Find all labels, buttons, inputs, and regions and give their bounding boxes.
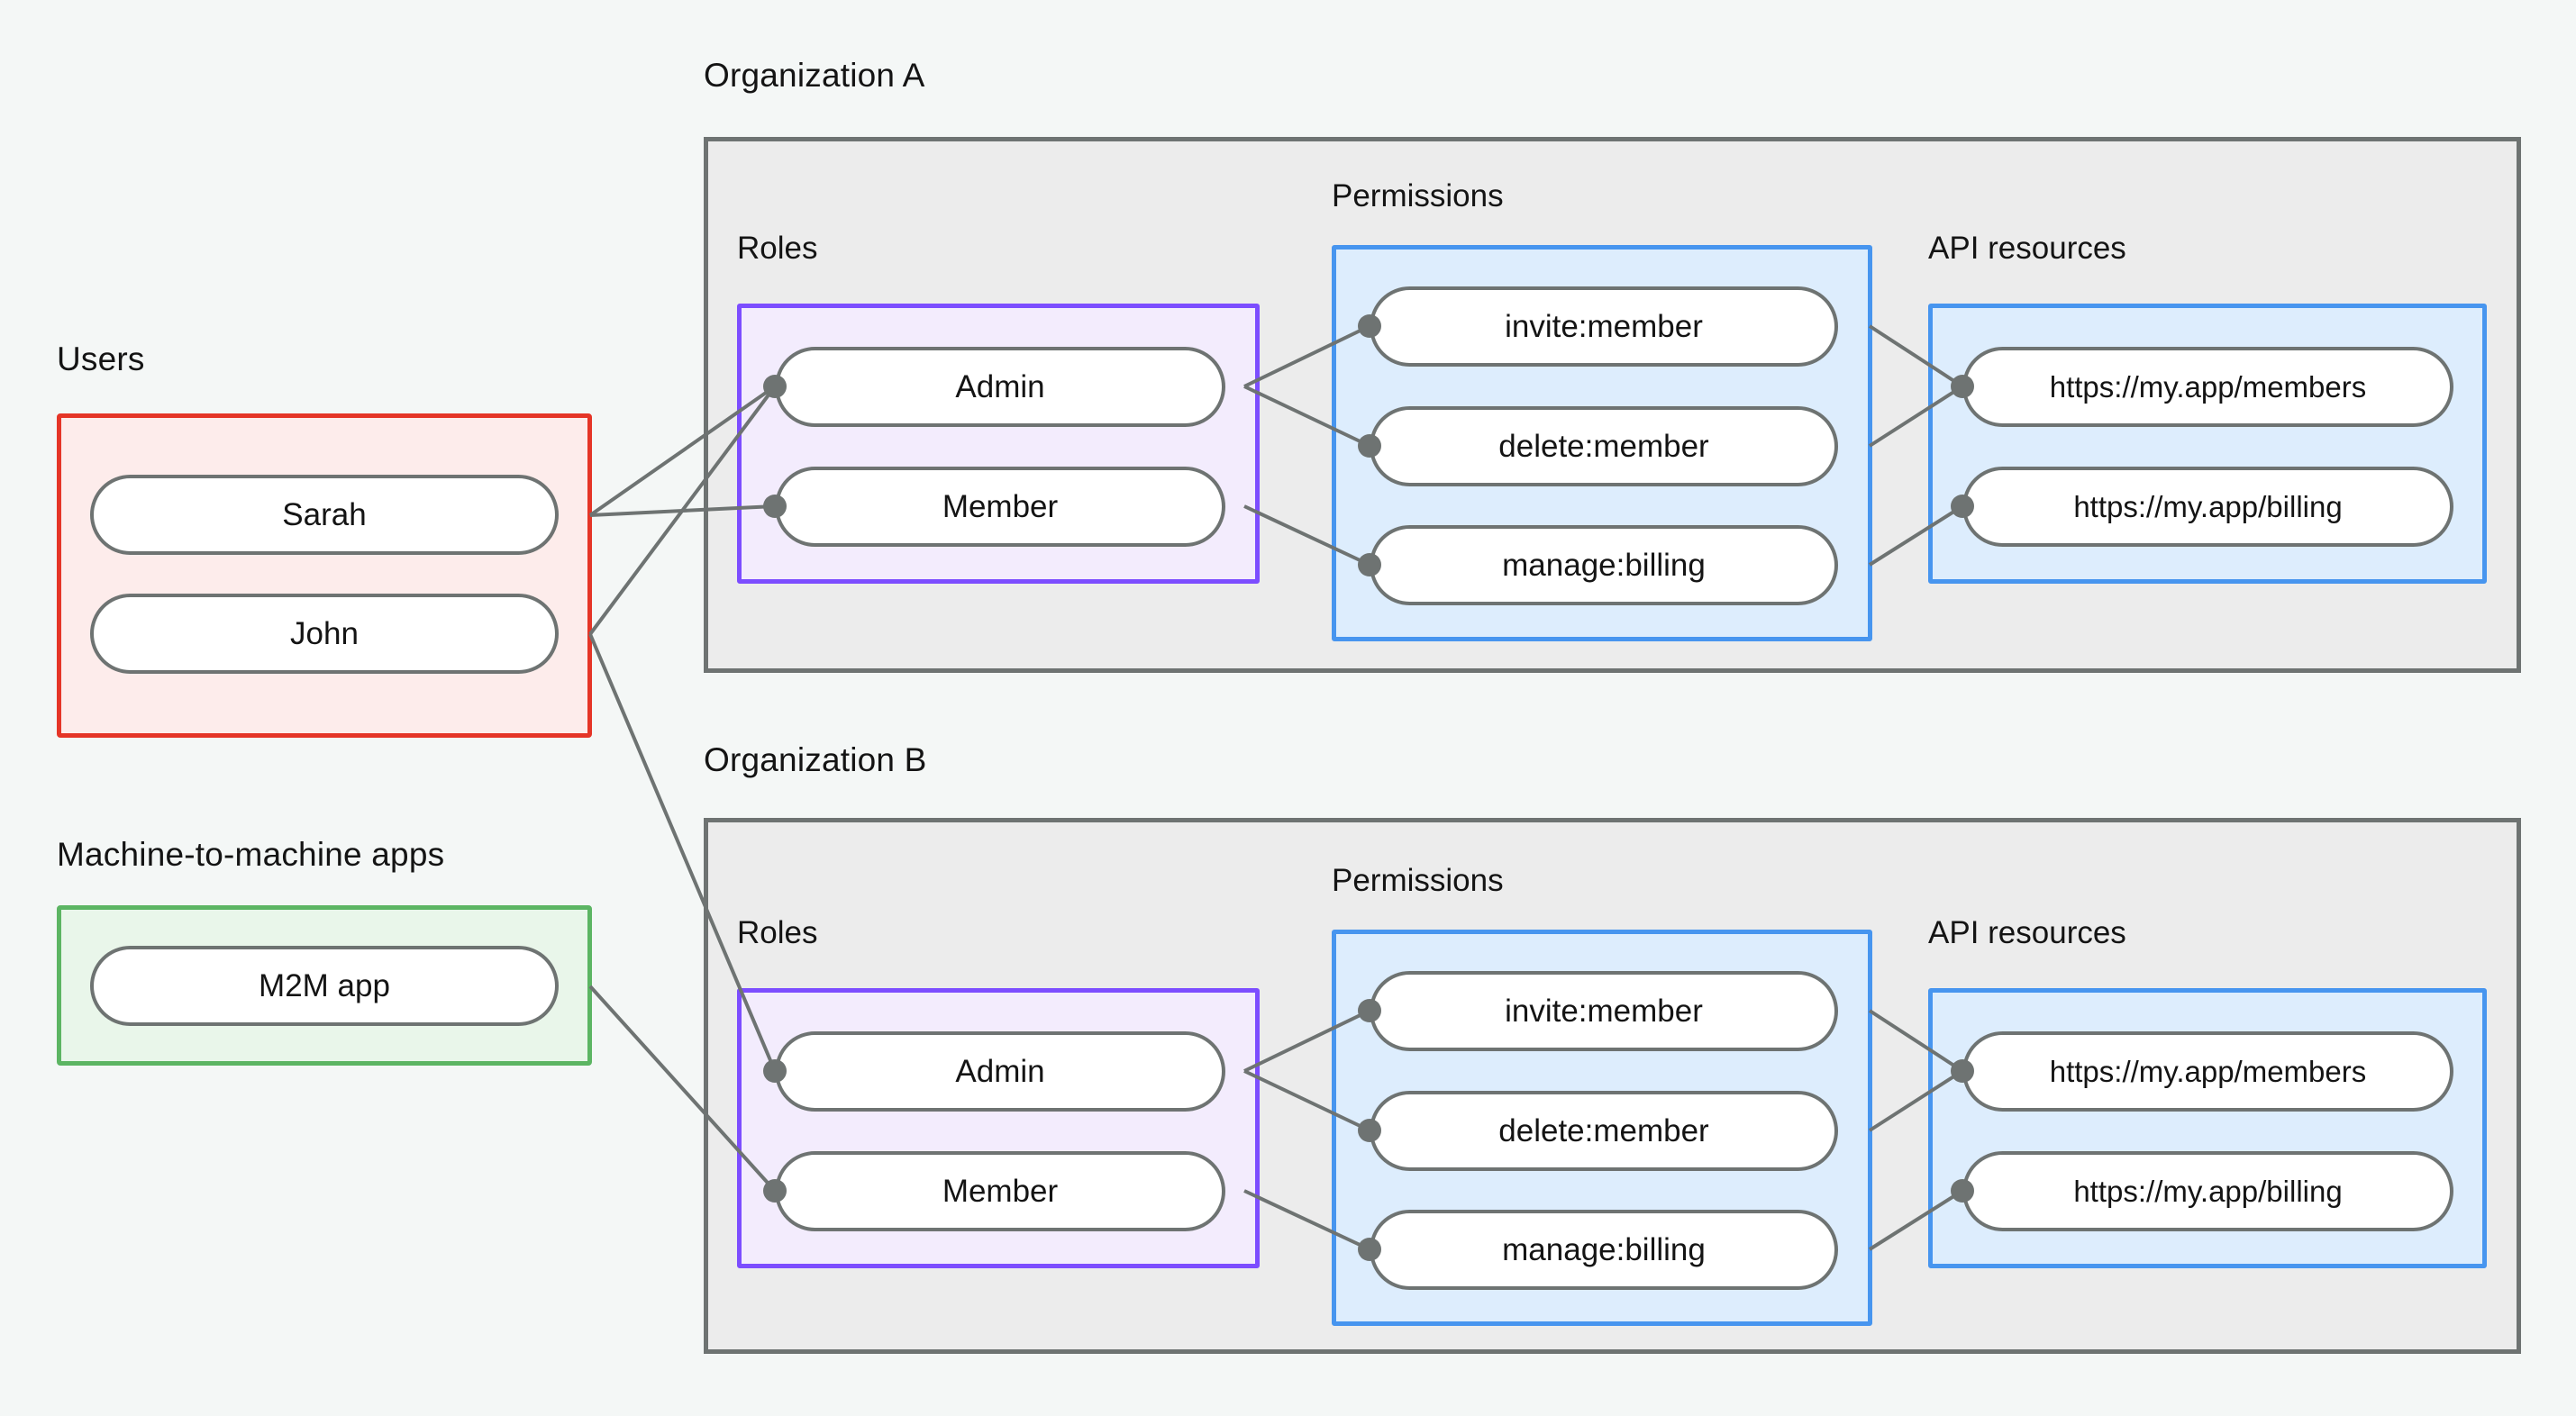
m2m-group-label: Machine-to-machine apps [57, 836, 445, 873]
orgb-role-admin[interactable]: Admin [775, 1031, 1225, 1112]
organization-a-title: Organization A [704, 57, 925, 94]
orgb-api-resource-billing[interactable]: https://my.app/billing [1962, 1151, 2453, 1231]
orgb-permission-invite-member[interactable]: invite:member [1370, 971, 1838, 1051]
organization-b-title: Organization B [704, 741, 927, 778]
users-group-box [57, 413, 592, 738]
users-group-label: Users [57, 340, 145, 377]
orga-permission-manage-billing[interactable]: manage:billing [1370, 525, 1838, 605]
orgb-roles-label: Roles [737, 915, 818, 950]
orgb-permission-manage-billing[interactable]: manage:billing [1370, 1210, 1838, 1290]
orga-role-member[interactable]: Member [775, 467, 1225, 547]
orga-role-admin[interactable]: Admin [775, 347, 1225, 427]
orga-api-resource-members[interactable]: https://my.app/members [1962, 347, 2453, 427]
orga-api-resource-billing[interactable]: https://my.app/billing [1962, 467, 2453, 547]
orga-api-resources-label: API resources [1928, 231, 2126, 266]
orga-permission-invite-member[interactable]: invite:member [1370, 286, 1838, 367]
orgb-api-resource-members[interactable]: https://my.app/members [1962, 1031, 2453, 1112]
orga-permissions-label: Permissions [1332, 178, 1504, 213]
orgb-api-resources-label: API resources [1928, 915, 2126, 950]
orga-permission-delete-member[interactable]: delete:member [1370, 406, 1838, 486]
user-node-john[interactable]: John [90, 594, 559, 674]
orgb-permission-delete-member[interactable]: delete:member [1370, 1091, 1838, 1171]
orgb-role-member[interactable]: Member [775, 1151, 1225, 1231]
orgb-permissions-label: Permissions [1332, 863, 1504, 898]
user-node-sarah[interactable]: Sarah [90, 475, 559, 555]
m2m-node-app[interactable]: M2M app [90, 946, 559, 1026]
orga-roles-label: Roles [737, 231, 818, 266]
